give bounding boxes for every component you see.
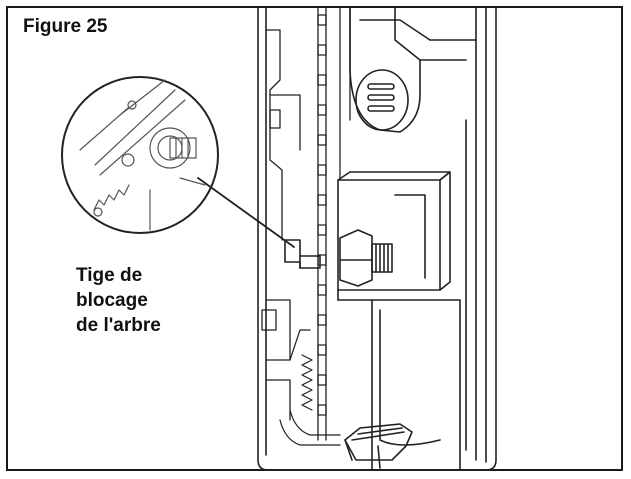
callout-line-2: blocage [76,290,148,311]
figure-title: Figure 25 [23,16,108,37]
shaft-nut [339,229,393,287]
bottom-knob [344,423,413,469]
lower-pipes [279,409,341,446]
callout-line-3: de l'arbre [76,315,161,336]
spring [289,329,313,411]
upper-cover [349,7,477,133]
left-bracket [261,29,301,421]
detail-circle [61,76,219,234]
callout-line-1: Tige de [76,265,143,286]
locking-pin [284,239,321,269]
leader-line [197,177,295,248]
chain-drive [317,7,351,441]
callout-label: Tige de blocage de l'arbre [76,263,161,338]
motor-block [337,171,461,471]
